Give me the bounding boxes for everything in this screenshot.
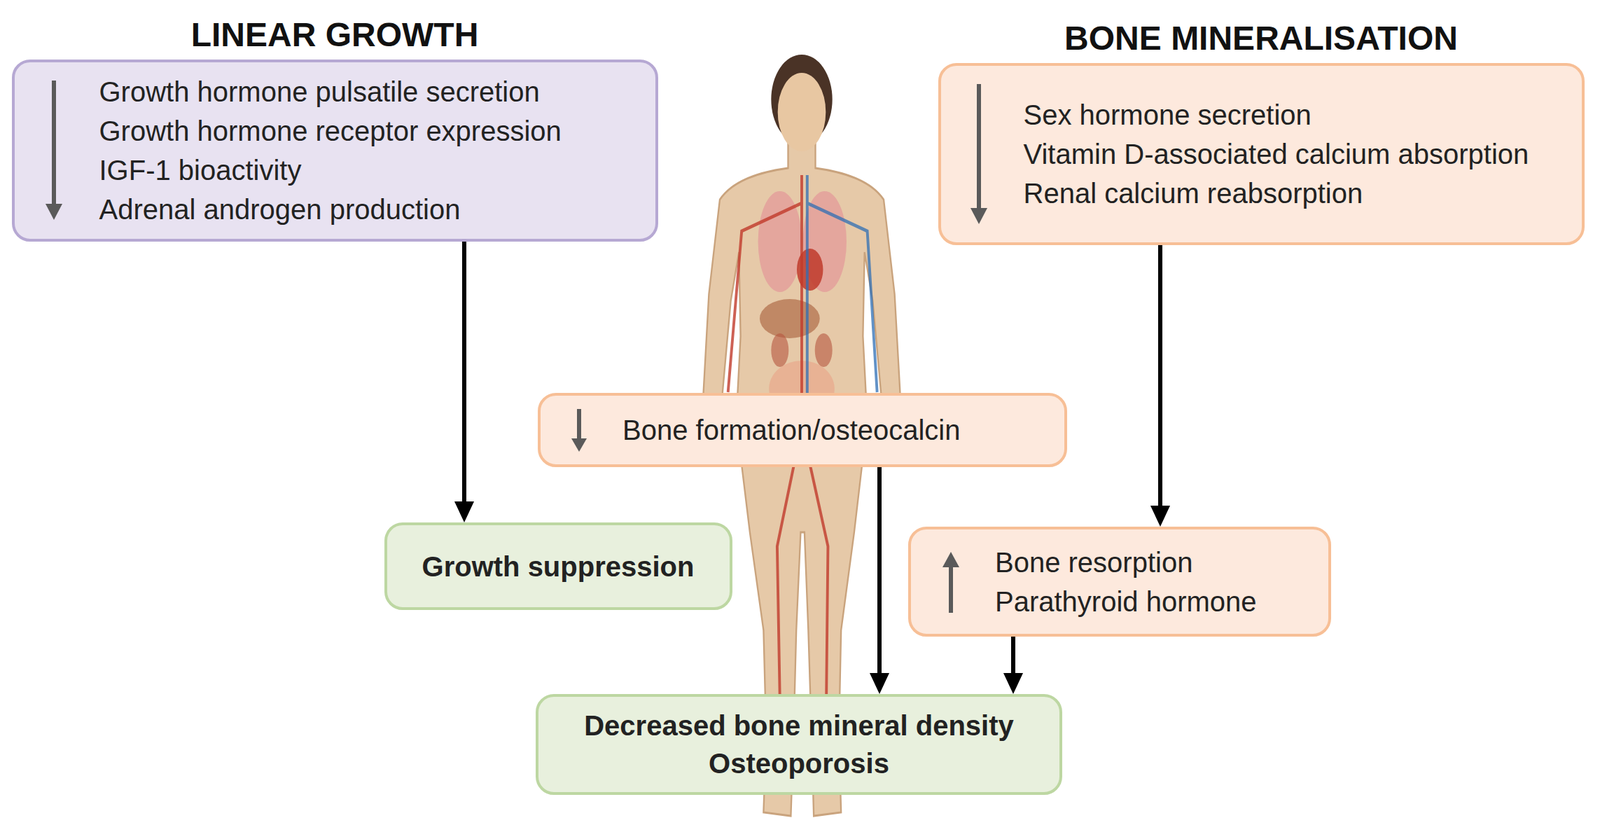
factor-text: Bone resorption	[995, 542, 1301, 582]
decrease-arrow	[39, 80, 68, 220]
section-heading: BONE MINERALISATION	[941, 18, 1582, 58]
factor-text: IGF-1 bioactivity	[99, 150, 628, 190]
liver	[759, 298, 820, 339]
flow-arrow	[869, 467, 890, 694]
factor-text: Bone formation/osteocalcin	[622, 410, 1037, 450]
decrease-arrow	[964, 84, 993, 225]
kidney	[770, 333, 789, 367]
outcome-box: Growth suppression	[384, 522, 733, 610]
arrow-shaft	[462, 241, 467, 503]
factor-box: Bone resorptionParathyroid hormone	[908, 526, 1332, 637]
arrow-head	[1003, 672, 1024, 694]
factor-text: Parathyroid hormone	[995, 581, 1301, 622]
flow-arrow	[1150, 245, 1171, 527]
factor-text: Growth hormone receptor expression	[99, 111, 628, 151]
factor-text: Adrenal androgen production	[99, 189, 628, 229]
decrease-arrow	[565, 408, 594, 452]
arrow-shaft	[948, 565, 953, 613]
arrow-head	[454, 501, 475, 523]
factor-box: LINEAR GROWTHGrowth hormone pulsatile se…	[11, 59, 659, 242]
arrow-head	[1150, 505, 1171, 527]
factor-text: Growth hormone pulsatile secretion	[99, 72, 628, 112]
arrow-head	[869, 672, 890, 694]
arrow-head	[942, 551, 960, 568]
outcome-box: Decreased bone mineral densityOsteoporos…	[535, 693, 1063, 795]
arrow-head	[571, 438, 587, 452]
arrow-shaft	[1011, 636, 1016, 675]
arrow-shaft	[51, 80, 57, 206]
outcome-text: Osteoporosis	[559, 744, 1039, 783]
arrow-shaft	[976, 84, 982, 210]
face	[777, 72, 827, 152]
outcome-text: Decreased bone mineral density	[559, 706, 1039, 745]
flow-arrow	[454, 241, 475, 523]
factor-box: Bone formation/osteocalcin	[537, 392, 1068, 468]
factor-text: Vitamin D-associated calcium absorption	[1023, 134, 1554, 174]
outcome-text: Growth suppression	[408, 547, 709, 586]
flow-arrow	[1003, 636, 1024, 694]
arrow-shaft	[877, 467, 882, 675]
increase-arrow	[936, 551, 965, 613]
factor-text: Sex hormone secretion	[1023, 95, 1554, 135]
arrow-shaft	[1158, 245, 1163, 507]
section-heading: LINEAR GROWTH	[14, 15, 656, 54]
arrow-head	[45, 203, 63, 220]
factor-box: BONE MINERALISATIONSex hormone secretion…	[938, 63, 1585, 246]
factor-text: Renal calcium reabsorption	[1023, 173, 1554, 213]
arrow-head	[970, 207, 988, 225]
arrow-shaft	[576, 408, 582, 440]
vein	[807, 175, 878, 428]
kidney	[815, 333, 833, 367]
